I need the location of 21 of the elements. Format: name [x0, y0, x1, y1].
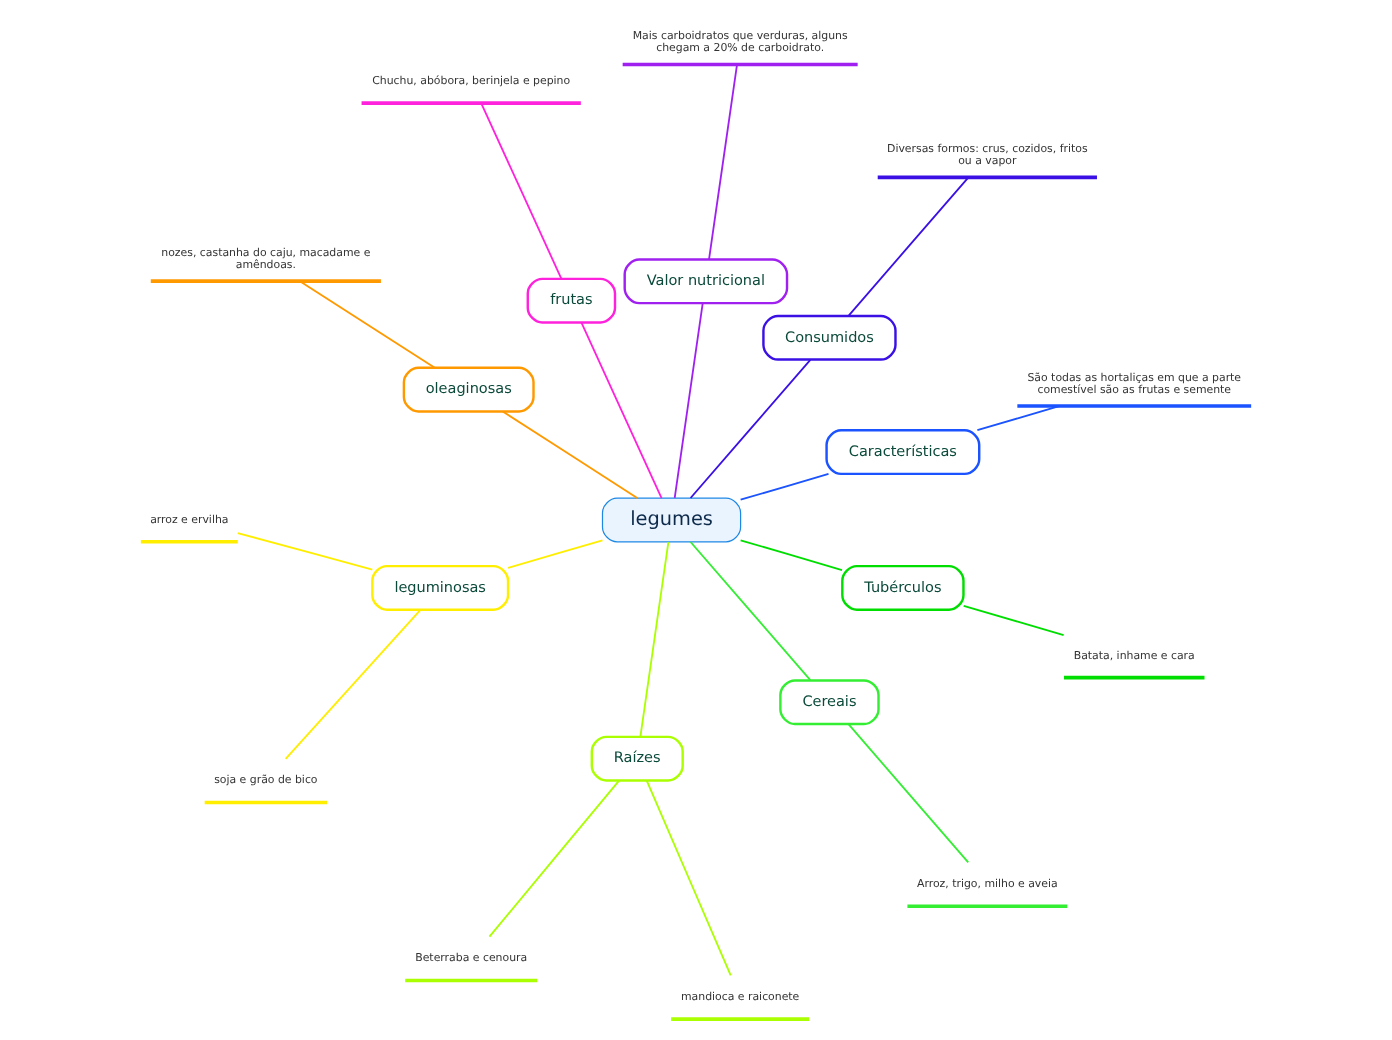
connector — [689, 358, 812, 499]
connector — [480, 102, 563, 280]
node-box: legumes — [601, 497, 742, 543]
connector — [673, 302, 704, 499]
connector — [580, 321, 663, 500]
connector — [488, 779, 620, 938]
connector — [708, 63, 738, 261]
connector — [962, 604, 1065, 637]
connector — [847, 723, 970, 864]
connector — [501, 410, 639, 500]
connector — [236, 532, 374, 571]
connector — [284, 609, 422, 760]
connector — [739, 473, 830, 501]
connector — [639, 541, 670, 738]
connector — [976, 405, 1061, 432]
connector — [689, 541, 812, 682]
connector — [847, 176, 970, 317]
connector — [739, 539, 843, 571]
connector — [645, 779, 732, 977]
connector — [507, 539, 604, 569]
connector — [299, 280, 436, 369]
